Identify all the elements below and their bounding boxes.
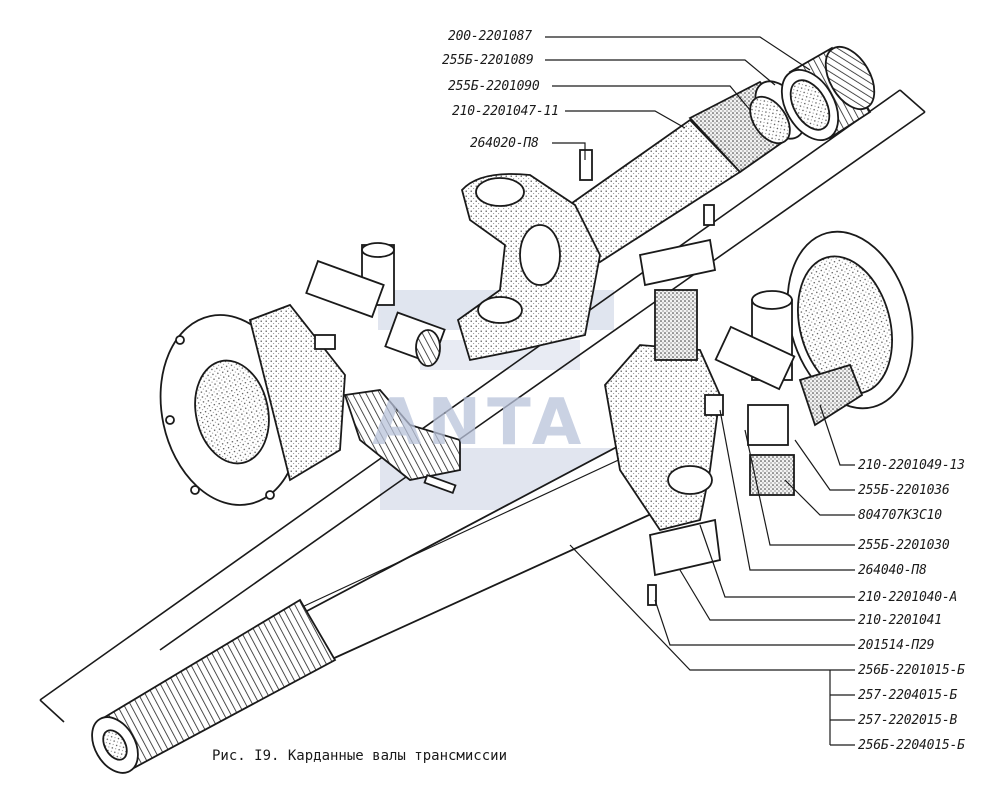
callout-label: 210-2201049-13 (858, 458, 965, 473)
upper-yoke (456, 149, 715, 362)
callout-label: 201514-П29 (858, 638, 935, 653)
figure-caption: Рис. I9. Карданные валы трансмиссии (212, 748, 508, 764)
leader-lines (545, 36, 855, 746)
callout-label: 255Б-2201089 (442, 53, 534, 68)
callout-label: 210-2201041 (858, 613, 942, 628)
callout-label: 255Б-2201036 (858, 483, 950, 498)
callout-label: 210-2201040-А (858, 590, 958, 605)
lower-shaft-frame (39, 89, 926, 723)
callout-label: 257-2204015-Б (858, 688, 958, 703)
lower-shaft-tube (91, 438, 662, 774)
callout-label: 804707К3С10 (858, 508, 942, 523)
right-flange (704, 230, 914, 496)
callout-label: 264040-П8 (858, 563, 927, 578)
left-spider (305, 242, 461, 495)
splined-sleeve (780, 46, 876, 141)
upper-shaft-tube (563, 80, 806, 264)
left-flange (159, 303, 346, 506)
callout-label: 200-2201087 (448, 29, 532, 44)
watermark-text: ANTA (372, 386, 588, 460)
callout-label: 255Б-2201090 (448, 79, 540, 94)
callout-label: 257-2202015-В (858, 713, 958, 728)
callout-label: 264020-П8 (470, 136, 539, 151)
lower-yoke (604, 238, 721, 606)
callout-label: 256Б-2204015-Б (858, 738, 965, 753)
callout-label: 210-2201047-11 (452, 104, 559, 119)
callout-label: 256Б-2201015-Б (858, 663, 965, 678)
callout-label: 255Б-2201030 (858, 538, 950, 553)
